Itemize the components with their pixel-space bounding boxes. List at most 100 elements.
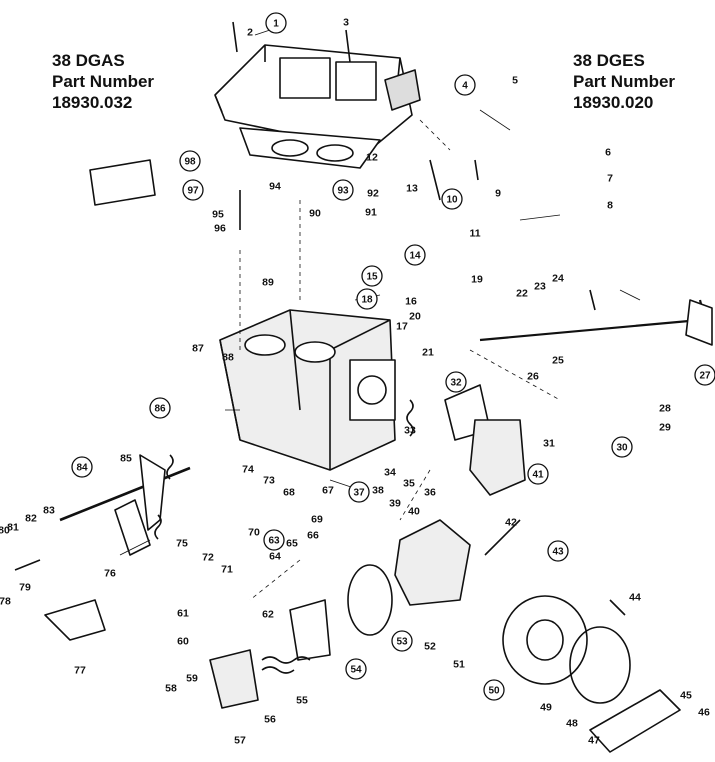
callout-38: 38 (372, 485, 384, 497)
callout-66: 66 (307, 530, 319, 542)
callout-23: 23 (534, 281, 546, 293)
callout-number: 68 (283, 487, 295, 499)
callout-94: 94 (269, 181, 281, 193)
callout-number: 31 (543, 438, 555, 450)
callout-circle (441, 188, 463, 210)
callout-52: 52 (424, 641, 436, 653)
callout-47: 47 (588, 735, 600, 747)
callout-number: 25 (552, 355, 564, 367)
callout-76: 76 (104, 568, 116, 580)
callout-number: 45 (680, 690, 692, 702)
callout-circle (356, 288, 378, 310)
callout-number: 49 (540, 702, 552, 714)
callout-74: 74 (242, 464, 254, 476)
callout-number: 61 (177, 608, 189, 620)
callout-41: 41 (527, 463, 549, 485)
callout-number: 41 (532, 470, 544, 481)
right-model-name: 38 DGES (573, 51, 645, 70)
callout-33: 33 (404, 425, 416, 437)
callout-number: 54 (350, 665, 362, 676)
callout-number: 66 (307, 530, 319, 542)
left-part-number: 18930.032 (52, 93, 133, 112)
callout-number: 73 (263, 475, 275, 487)
callout-number: 12 (366, 152, 378, 164)
callout-circle (391, 630, 413, 652)
callout-number: 80 (0, 525, 10, 537)
callout-circle (404, 244, 426, 266)
callout-number: 84 (76, 463, 88, 474)
callout-32: 32 (445, 371, 467, 393)
callout-42: 42 (505, 517, 517, 529)
callout-75: 75 (176, 538, 188, 550)
callout-24: 24 (552, 273, 564, 285)
callout-number: 8 (607, 200, 613, 212)
callout-88: 88 (222, 352, 234, 364)
callout-37: 37 (348, 481, 370, 503)
left-model-name: 38 DGAS (52, 51, 125, 70)
callout-59: 59 (186, 673, 198, 685)
callout-number: 92 (367, 188, 379, 200)
callout-93: 93 (332, 179, 354, 201)
callout-43: 43 (547, 540, 569, 562)
callout-number: 32 (450, 378, 462, 389)
callout-number: 53 (396, 637, 408, 648)
callout-number: 37 (353, 488, 365, 499)
callout-number: 23 (534, 281, 546, 293)
callout-77: 77 (74, 665, 86, 677)
callout-60: 60 (177, 636, 189, 648)
callout-79: 79 (19, 582, 31, 594)
callout-28: 28 (659, 403, 671, 415)
callout-number: 19 (471, 274, 483, 286)
callout-number: 78 (0, 596, 11, 608)
callout-11: 11 (469, 228, 480, 240)
callout-number: 35 (403, 478, 415, 490)
callout-19: 19 (471, 274, 483, 286)
callout-20: 20 (409, 311, 421, 323)
callout-number: 6 (605, 147, 611, 159)
callout-number: 48 (566, 718, 578, 730)
callout-number: 77 (74, 665, 86, 677)
callout-86: 86 (149, 397, 171, 419)
callout-number: 18 (361, 295, 373, 306)
callout-82: 82 (25, 513, 37, 525)
callout-6: 6 (605, 147, 611, 159)
callout-61: 61 (177, 608, 189, 620)
callout-15: 15 (361, 265, 383, 287)
callout-97: 97 (182, 179, 204, 201)
callout-number: 24 (552, 273, 564, 285)
callout-number: 57 (234, 735, 246, 747)
callout-number: 75 (176, 538, 188, 550)
callout-number: 4 (462, 81, 468, 92)
callout-number: 91 (365, 207, 377, 219)
callout-number: 93 (337, 186, 349, 197)
callout-50: 50 (483, 679, 505, 701)
callout-number: 13 (406, 183, 418, 195)
callout-number: 50 (488, 686, 500, 697)
callout-number: 71 (221, 564, 233, 576)
callout-29: 29 (659, 422, 671, 434)
callout-89: 89 (262, 277, 274, 289)
callout-number: 38 (372, 485, 384, 497)
callout-54: 54 (345, 658, 367, 680)
callout-25: 25 (552, 355, 564, 367)
callout-number: 7 (607, 173, 613, 185)
callout-number: 17 (396, 321, 408, 333)
callout-number: 56 (264, 714, 276, 726)
right-model-header: 38 DGES Part Number 18930.020 (573, 50, 675, 113)
right-part-number-label: Part Number (573, 72, 676, 91)
callout-18: 18 (356, 288, 378, 310)
callout-67: 67 (322, 485, 334, 497)
callout-circle (547, 540, 569, 562)
callout-circle (179, 150, 201, 172)
callout-73: 73 (263, 475, 275, 487)
callout-22: 22 (516, 288, 528, 300)
callout-number: 95 (212, 209, 224, 221)
callout-number: 76 (104, 568, 116, 580)
callout-85: 85 (120, 453, 132, 465)
callout-number: 67 (322, 485, 334, 497)
callout-number: 21 (422, 347, 434, 359)
callout-2: 2 (247, 27, 253, 39)
callout-31: 31 (543, 438, 555, 450)
carburettor-main-body (219, 309, 396, 471)
